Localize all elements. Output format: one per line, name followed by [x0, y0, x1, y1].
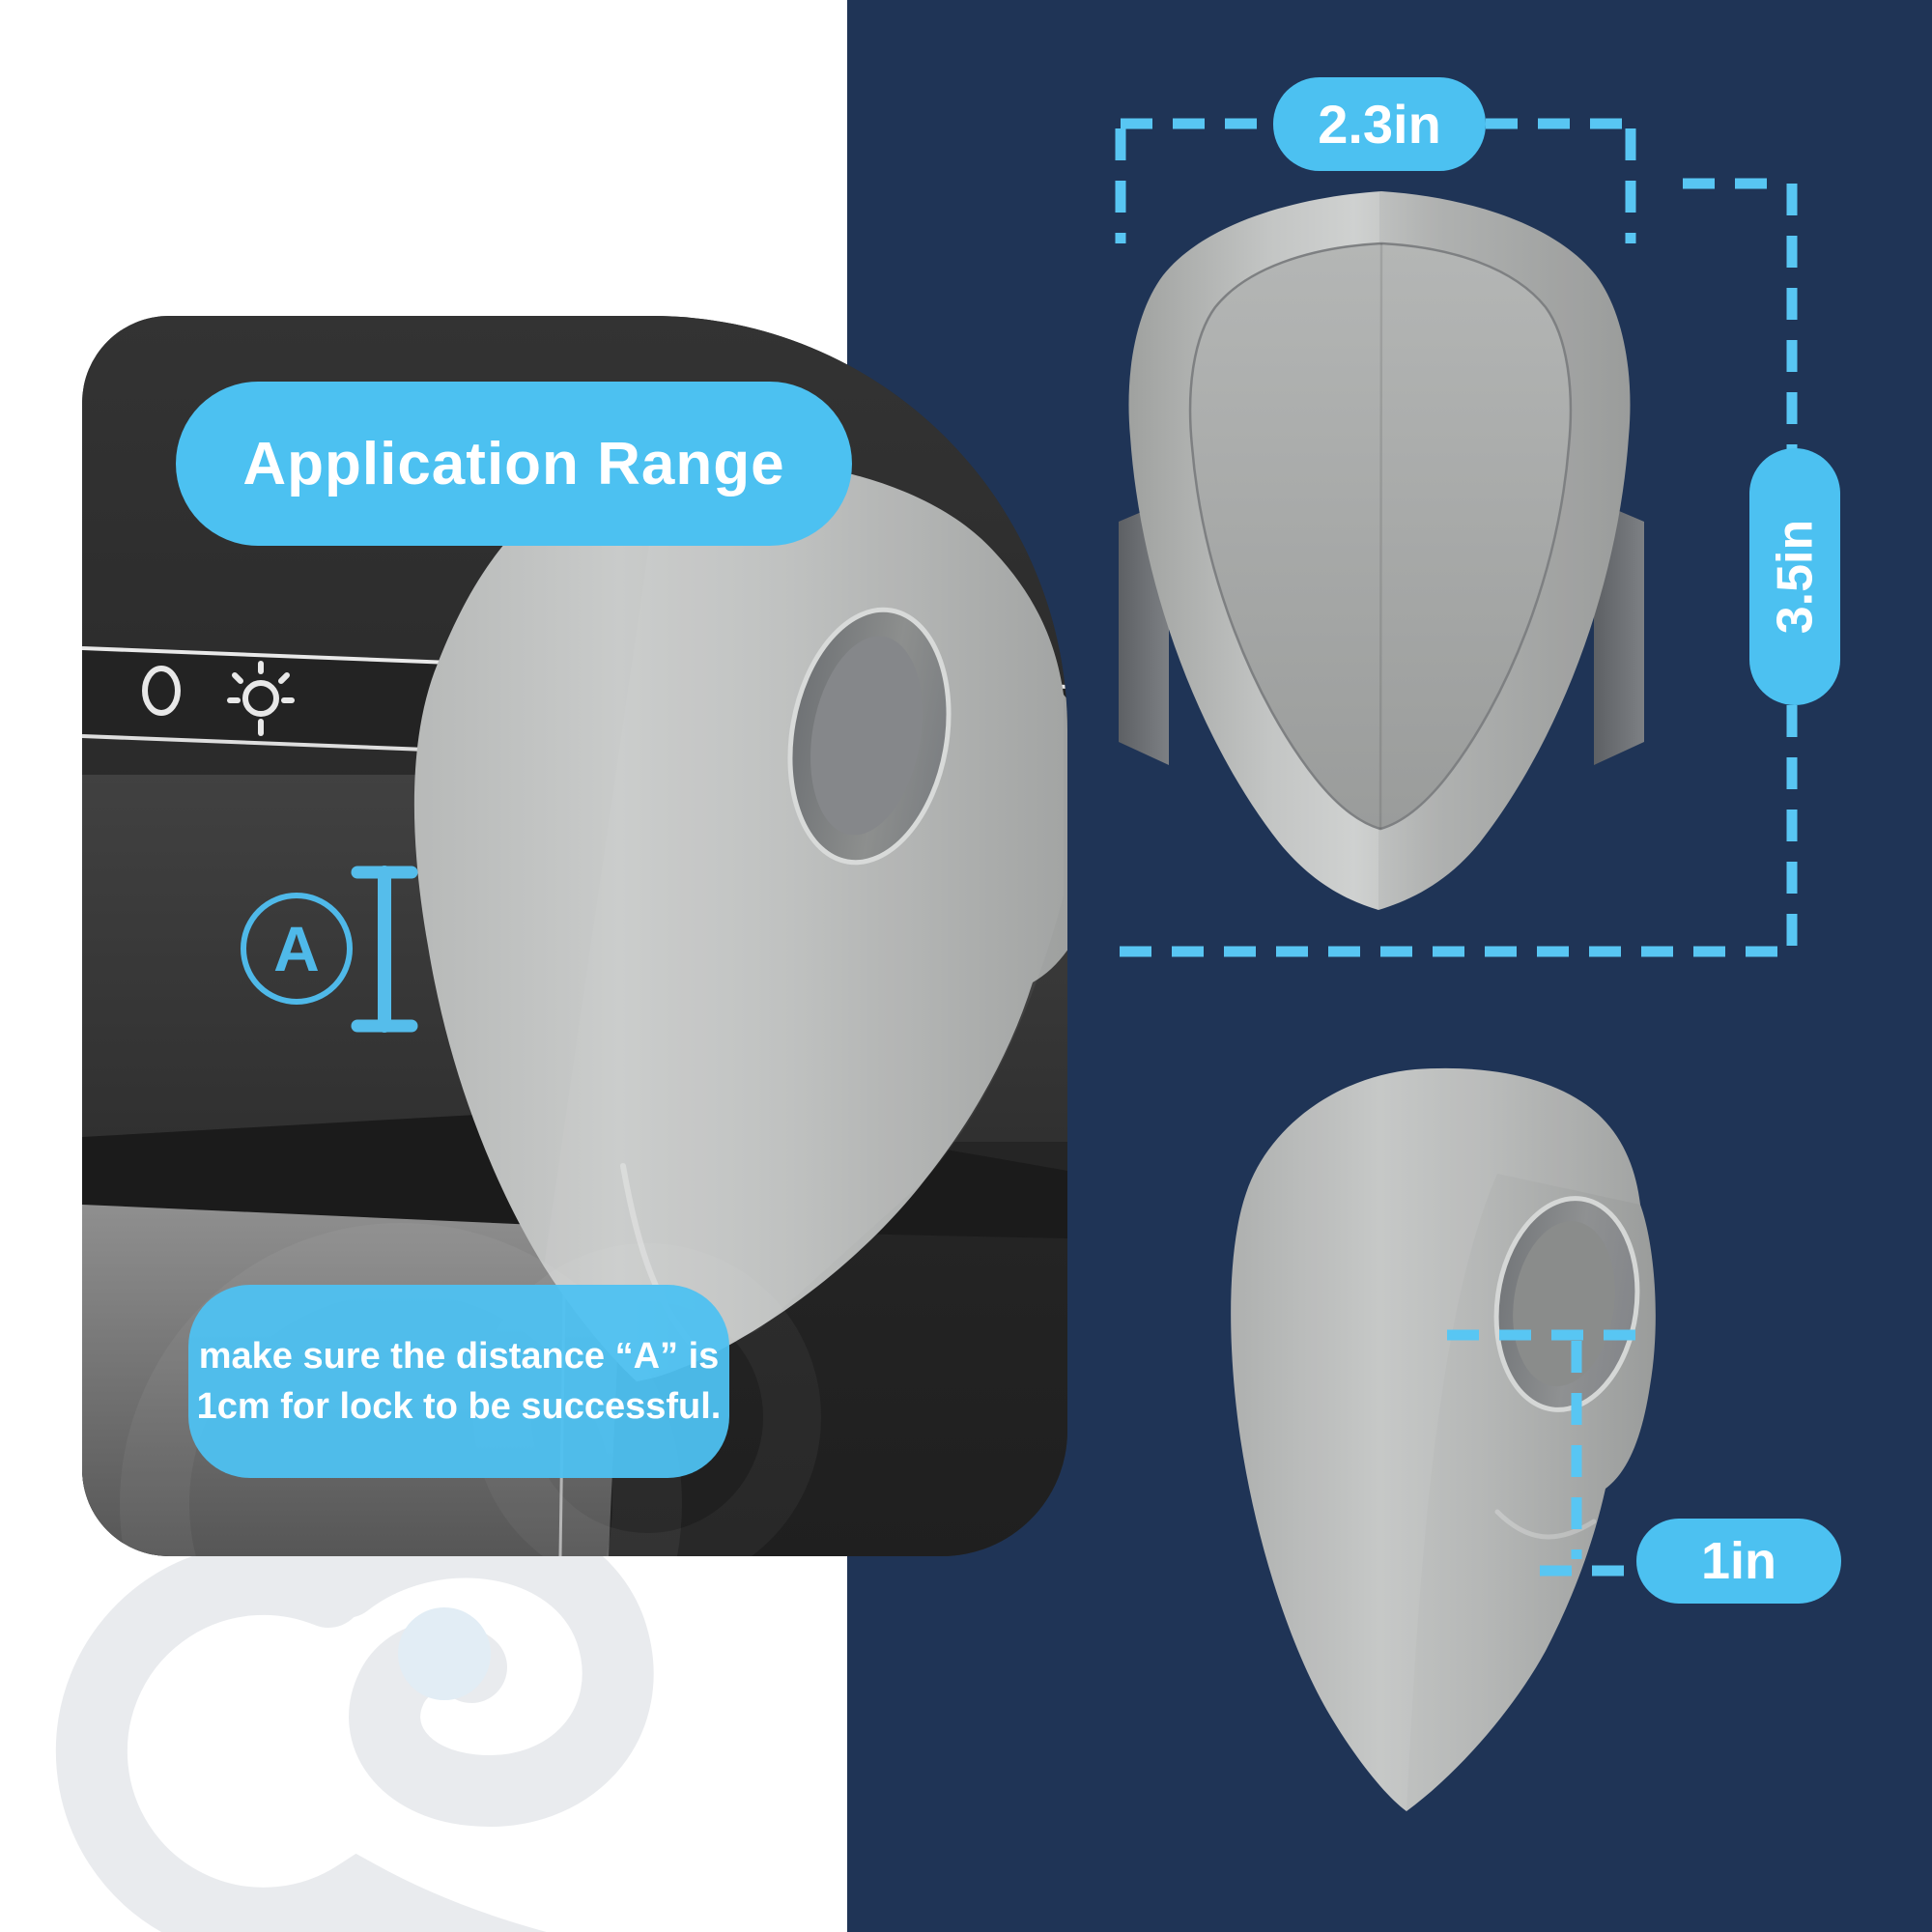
depth-dimension-pill: 1in: [1636, 1519, 1841, 1604]
caption-line-2: 1cm for lock to be successful.: [196, 1386, 722, 1427]
i-beam-ruler-icon: [351, 866, 418, 1033]
width-dimension-pill: 2.3in: [1273, 77, 1486, 171]
light-icon: [227, 661, 295, 736]
oval-indicator-icon: [142, 666, 181, 716]
distance-marker-icon: A: [241, 893, 353, 1005]
application-photo-card: A Application Range make sure the distan…: [82, 316, 1067, 1556]
caption-pill: make sure the distance “A” is 1cm for lo…: [188, 1285, 729, 1478]
brand-heart-watermark: [55, 1507, 654, 1932]
depth-dimension-label: 1in: [1700, 1532, 1777, 1590]
caption-line-1: make sure the distance “A” is: [198, 1335, 720, 1377]
application-range-title-pill: Application Range: [176, 382, 852, 546]
width-dimension-label: 2.3in: [1318, 94, 1441, 155]
watermark-dot: [398, 1607, 491, 1700]
photo-lock-button: [787, 607, 952, 866]
application-range-title: Application Range: [242, 430, 785, 497]
photo-lock-device: [413, 457, 1067, 1381]
lock-side-view-render: [1231, 1067, 1656, 1811]
lock-side-button: [1493, 1196, 1640, 1412]
height-dimension-pill: 3.5in: [1749, 448, 1840, 705]
distance-marker-letter: A: [273, 913, 320, 984]
height-dimension-label: 3.5in: [1767, 519, 1823, 635]
lock-front-view-render: [1119, 191, 1644, 910]
